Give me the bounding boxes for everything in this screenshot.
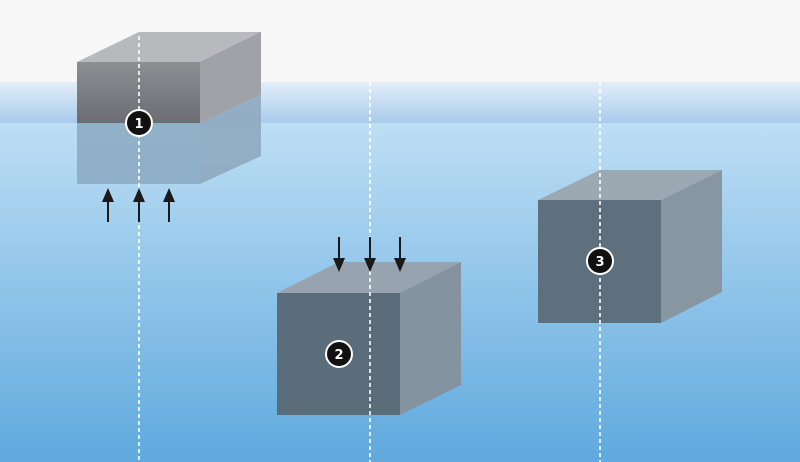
downward-force-arrows (333, 237, 406, 272)
block-3-label: 3 (586, 247, 614, 275)
block-1-top-face-fill (77, 32, 261, 62)
block-3 (538, 170, 722, 323)
block-2-side-face (400, 262, 461, 415)
block-1-side-face-above (200, 32, 261, 123)
block-1-side-face-below (200, 95, 261, 184)
block-2-number: 2 (334, 348, 343, 363)
up-arrow-icon (163, 188, 175, 222)
up-arrow-icon (102, 188, 114, 222)
down-arrow-icon (333, 237, 345, 272)
block-1 (77, 32, 261, 184)
down-arrow-icon (394, 237, 406, 272)
block-3-number: 3 (595, 255, 604, 270)
block-2 (277, 262, 461, 415)
block-2-top-face (277, 262, 461, 293)
block-1-number: 1 (134, 117, 143, 132)
upward-force-arrows (102, 188, 175, 222)
up-arrow-icon (133, 188, 145, 222)
block-3-side-face (661, 170, 722, 323)
block-2-label: 2 (325, 340, 353, 368)
block-3-top-face (538, 170, 722, 200)
down-arrow-icon (364, 237, 376, 272)
block-1-label: 1 (125, 109, 153, 137)
